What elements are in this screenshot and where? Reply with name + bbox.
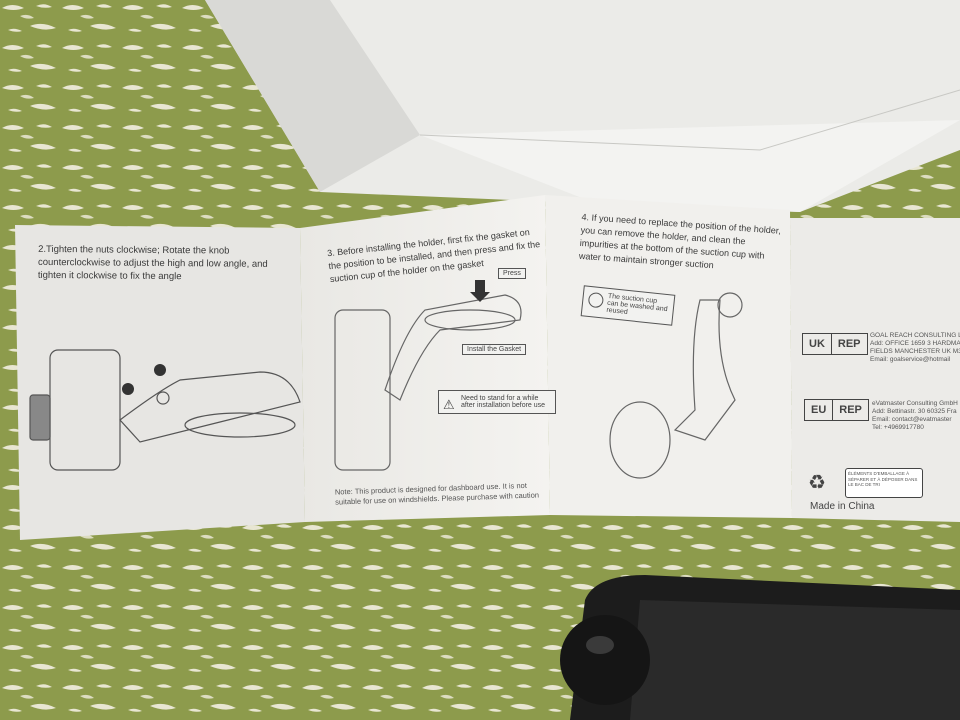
washable-text: The suction cup can be washed and reused [606, 292, 668, 316]
address-line: Add: OFFICE 1659 3 HARDMAN [870, 340, 960, 347]
white-box [205, 0, 960, 212]
leaflet-panel-2 [300, 195, 550, 522]
address-line: Email: goalservice@hotmail [870, 356, 951, 363]
leaflet-panel-3 [545, 195, 792, 518]
step-2-instruction: 2.Tighten the nuts clockwise; Rotate the… [37, 243, 268, 283]
rep-label: REP [830, 334, 867, 354]
warning-box: ⚠ Need to stand for a while after instal… [438, 390, 556, 414]
address-line: FIELDS MANCHESTER UK M3 [870, 348, 960, 355]
eu-rep-address: eVatmaster Consulting GmbH Add: Bettinas… [872, 400, 960, 432]
holder-install-illustration [334, 294, 522, 471]
eu-label: EU [811, 404, 827, 416]
warning-text: Need to stand for a while after installa… [461, 395, 546, 409]
wash-icon [587, 291, 605, 309]
recycling-person-icon: ♻ [808, 472, 826, 494]
uk-label: UK [809, 338, 825, 350]
holder-knob-illustration [29, 349, 301, 471]
uk-rep-address: GOAL REACH CONSULTING LTD Add: OFFICE 16… [870, 332, 960, 364]
warning-icon: ⚠ [443, 397, 455, 412]
phone-holder-object [560, 575, 960, 720]
rep-label: REP [832, 400, 868, 420]
leaflet-panel-4 [790, 218, 960, 522]
address-line: Add: Bettinastr. 30 60325 Fra [872, 408, 957, 415]
uk-rep-badge: UK REP [802, 333, 868, 355]
install-gasket-label: Install the Gasket [462, 344, 527, 355]
triman-sort-label: ÉLÉMENTS D'EMBALLAGE À SÉPARER ET À DÉPO… [845, 468, 923, 498]
address-line: eVatmaster Consulting GmbH [872, 400, 958, 407]
address-line: Email: contact@evatmaster [872, 416, 952, 423]
address-line: Tel: +4969917780 [872, 424, 924, 431]
leaflet-panel-1 [15, 225, 305, 540]
eu-rep-badge: EU REP [804, 399, 869, 421]
holder-remove-illustration [609, 292, 743, 479]
press-arrow-icon [470, 280, 490, 302]
address-line: GOAL REACH CONSULTING LTD [870, 332, 960, 339]
made-in-china: Made in China [810, 501, 875, 512]
press-label: Press [498, 268, 526, 279]
